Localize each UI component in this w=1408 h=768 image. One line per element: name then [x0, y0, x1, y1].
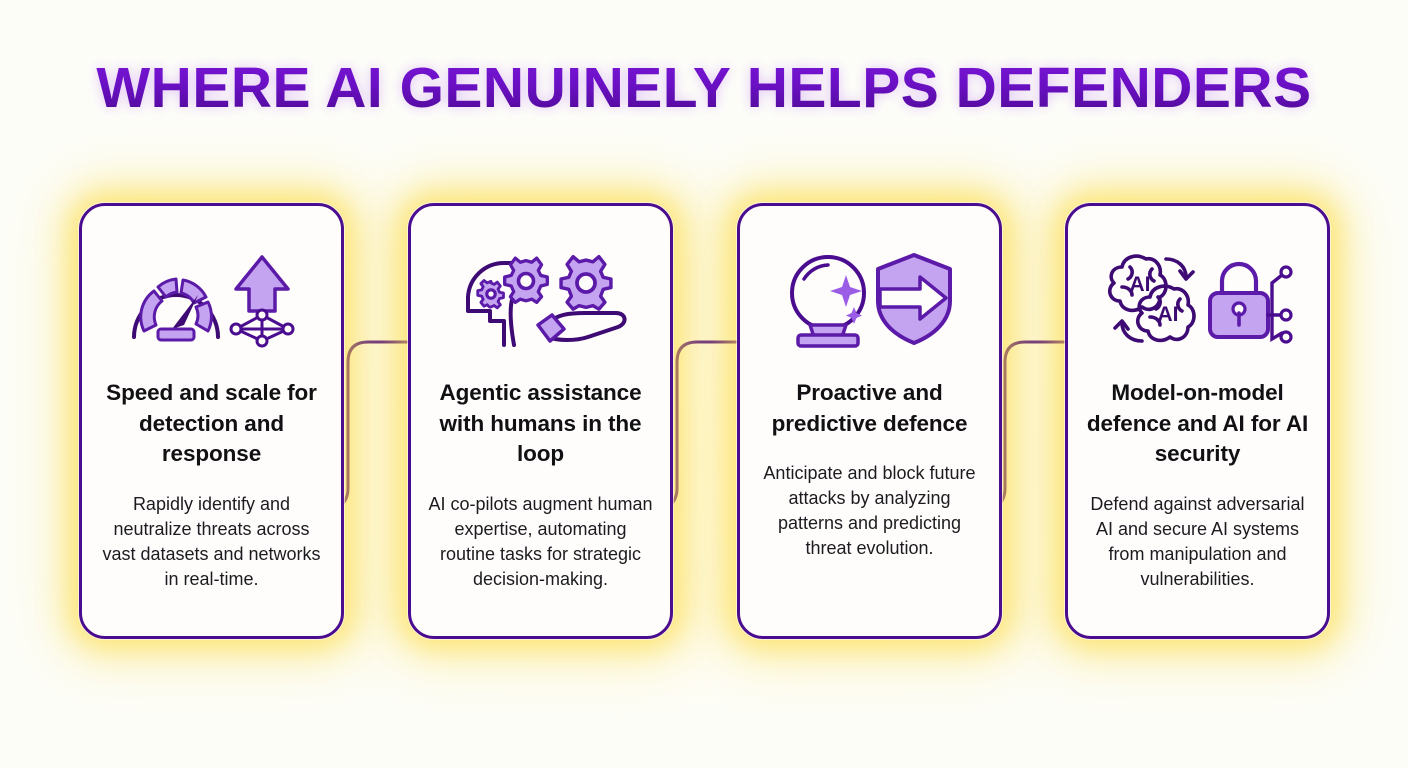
card-description: Defend against adversarial AI and secure…	[1090, 493, 1305, 589]
card-title: Proactive and predictive defence	[771, 380, 968, 436]
crystal-ball-shield-arrow-icon	[756, 244, 983, 354]
card-proactive-predictive-defence[interactable]: Proactive and predictive defence Anticip…	[737, 203, 1002, 639]
cards-row: Speed and scale for detection and respon…	[0, 203, 1408, 639]
svg-text:AI: AI	[1158, 303, 1179, 326]
svg-text:AI: AI	[1130, 273, 1151, 296]
card-agentic-assistance[interactable]: Agentic assistance with humans in the lo…	[408, 203, 673, 639]
card-description: Anticipate and block future attacks by a…	[763, 463, 976, 558]
card-title: Model-on-model defence and AI for AI sec…	[1086, 380, 1309, 466]
card-model-on-model-defence[interactable]: AI AI	[1065, 203, 1330, 639]
card-description: AI co-pilots augment human expertise, au…	[428, 493, 653, 589]
page-title: WHERE AI GENUINELY HELPS DEFENDERS	[0, 56, 1408, 120]
gauge-speed-network-icon	[98, 244, 325, 354]
card-title: Agentic assistance with humans in the lo…	[439, 380, 642, 466]
card-speed-and-scale[interactable]: Speed and scale for detection and respon…	[79, 203, 344, 639]
card-title: Speed and scale for detection and respon…	[106, 380, 317, 466]
card-description: Rapidly identify and neutralize threats …	[102, 493, 321, 589]
ai-brains-padlock-circuit-icon: AI AI	[1084, 244, 1311, 354]
head-gears-hand-icon	[427, 244, 654, 354]
